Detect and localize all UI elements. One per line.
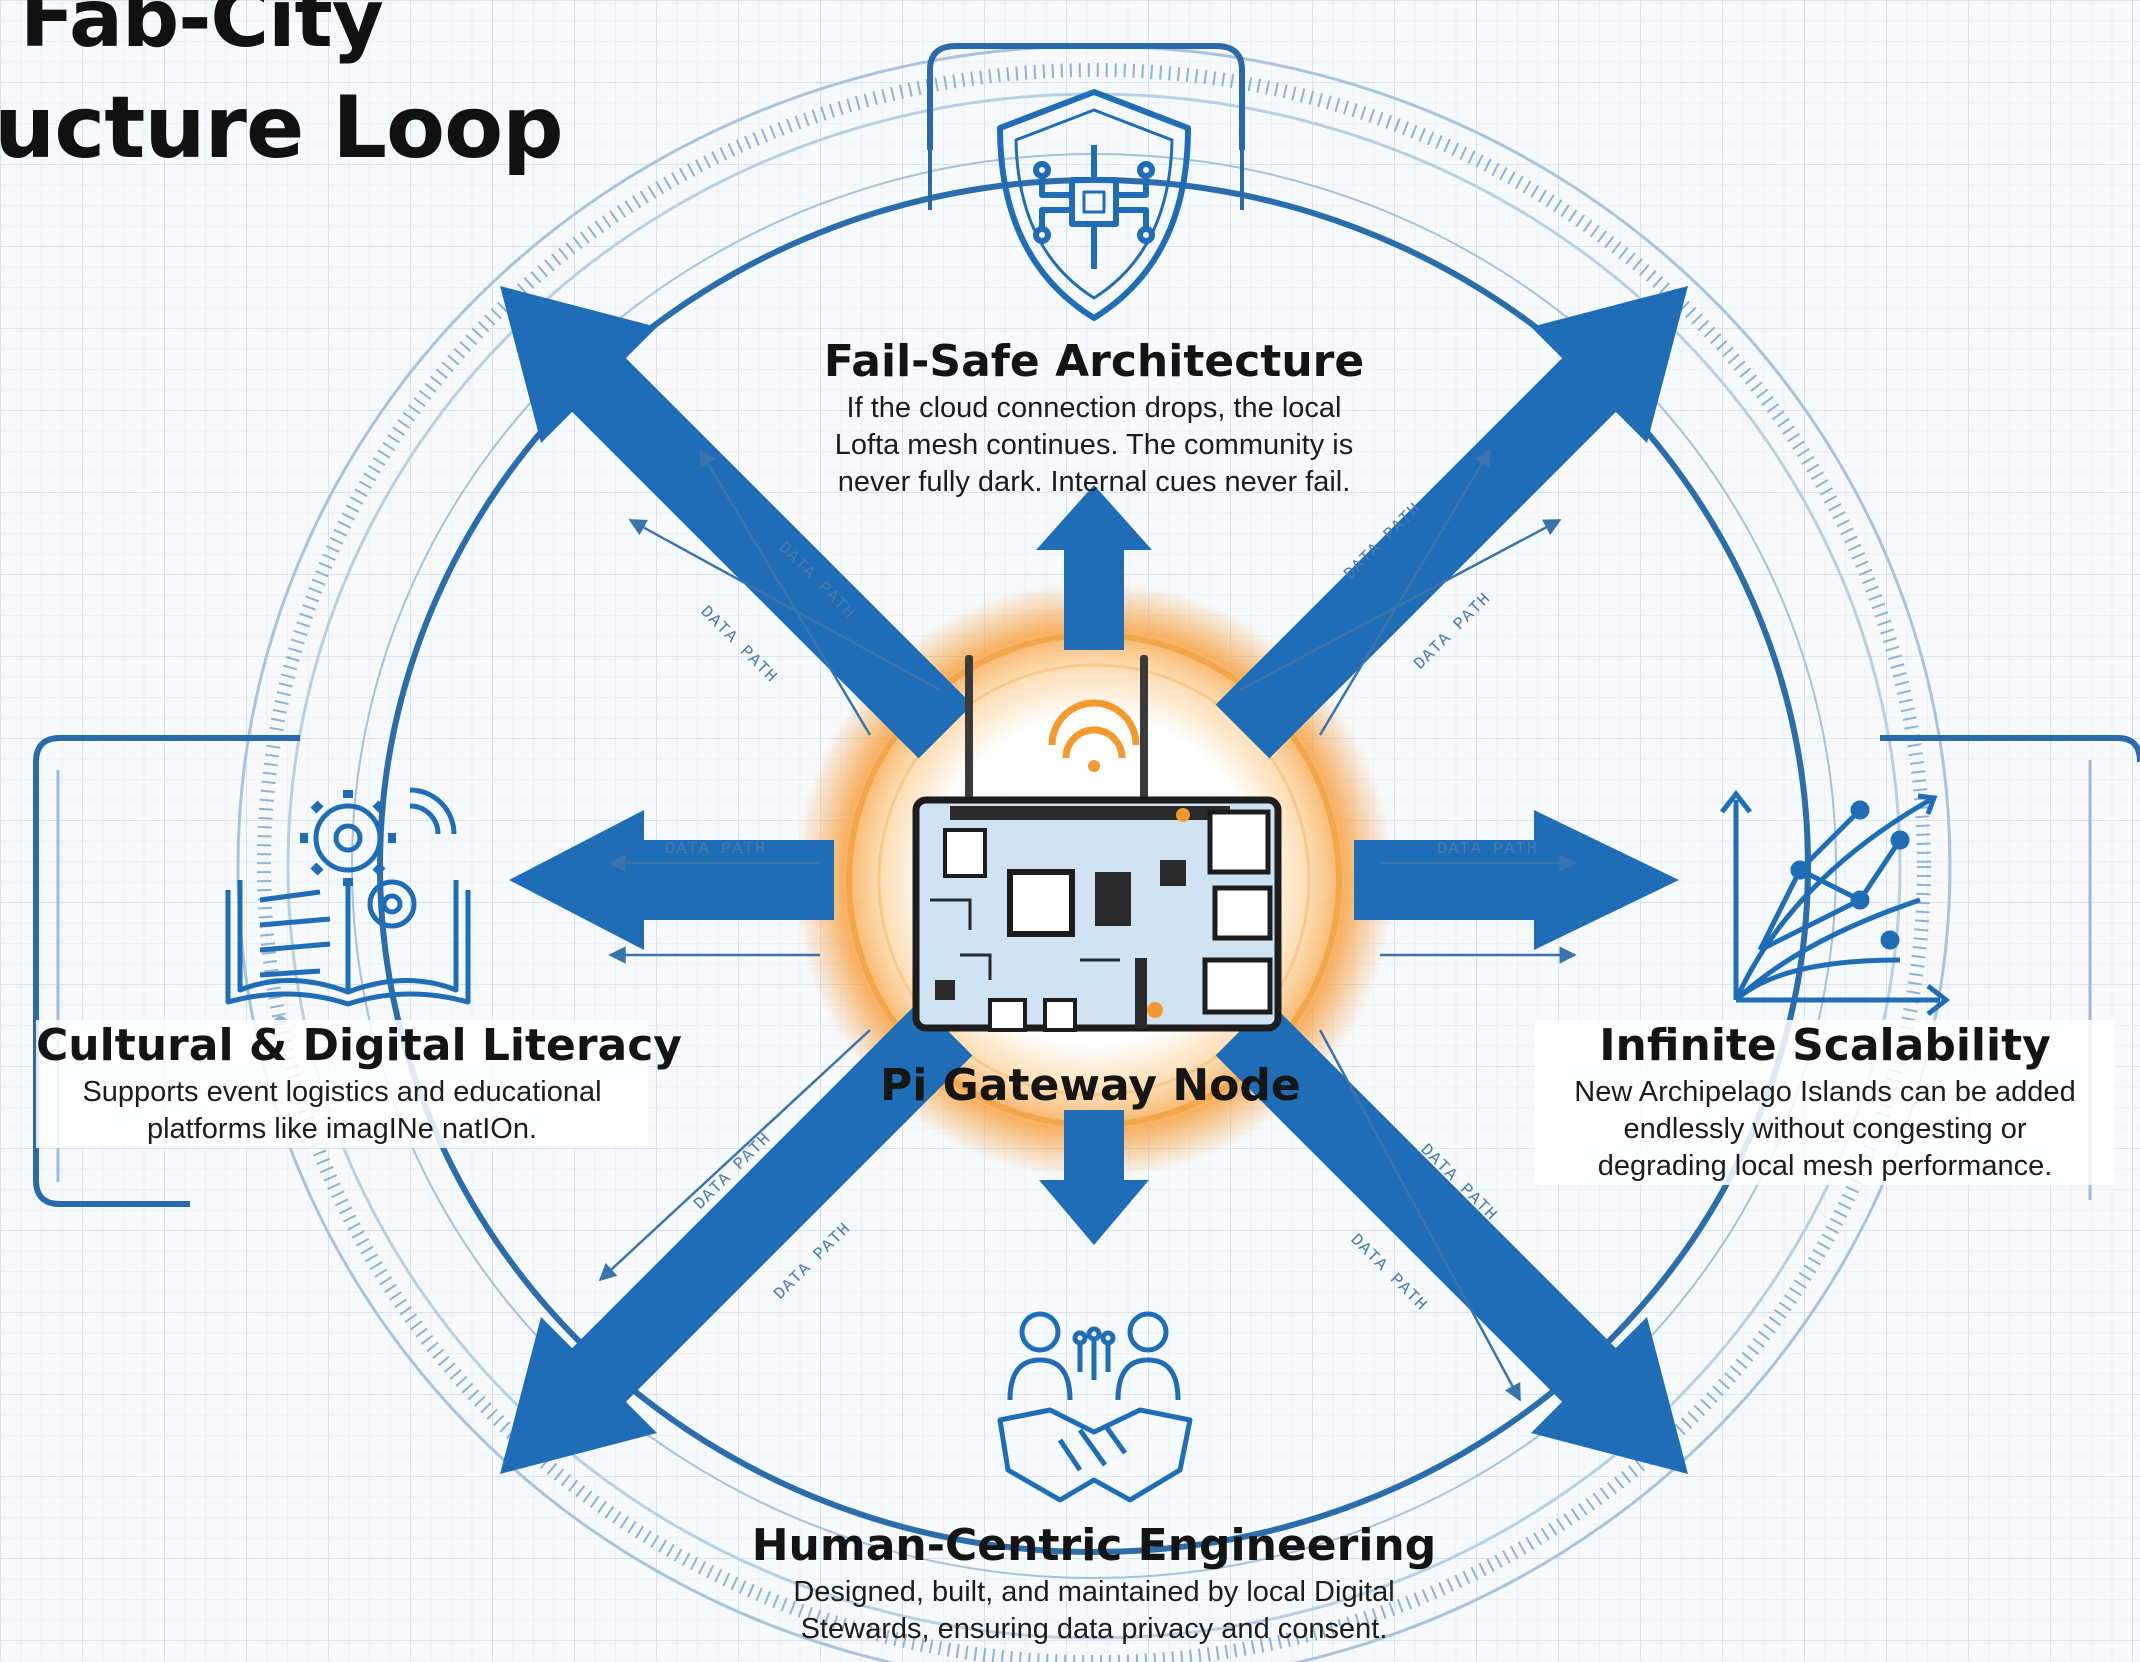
arrow-up-right [1215, 286, 1688, 759]
node-top-line: Lofta mesh continues. The community is [834, 429, 1354, 461]
node-left-line: Supports event logistics and educational [82, 1076, 602, 1108]
center-node-label: Pi Gateway Node [880, 1060, 1301, 1111]
node-right-line: degrading local mesh performance. [1597, 1150, 2053, 1182]
arrow-down-right [1215, 1001, 1688, 1474]
node-bottom-line: Designed, built, and maintained by local… [793, 1576, 1395, 1608]
page-title-line-2: ucture Loop [0, 78, 564, 178]
node-right-heading: Infinite Scalability [1599, 1020, 2051, 1071]
path-label-right-top: DATA PATH [1437, 840, 1538, 859]
node-bottom: Human-Centric Engineering Designed, buil… [734, 1520, 1454, 1648]
arrow-left [509, 810, 834, 950]
node-top-heading: Fail-Safe Architecture [823, 336, 1365, 387]
node-left-line: platforms like imagINe natIOn. [146, 1113, 538, 1145]
node-bottom-line: Stewards, ensuring data privacy and cons… [800, 1613, 1388, 1645]
pi-gateway-board-icon [912, 655, 1282, 1032]
arrow-up [1036, 485, 1152, 650]
node-left-description: Supports event logistics and educational… [36, 1074, 648, 1148]
shield-chip-icon [997, 89, 1191, 321]
node-top-line: never fully dark. Internal cues never fa… [837, 466, 1351, 498]
page-title-line-1: Fab-City [20, 0, 384, 65]
node-top: Fail-Safe Architecture If the cloud conn… [744, 336, 1444, 501]
arrow-down [1039, 1110, 1149, 1245]
arrow-up-left [500, 286, 973, 759]
data-path-lines [598, 448, 1577, 1402]
node-bottom-heading: Human-Centric Engineering [751, 1520, 1437, 1571]
arrow-down-left [500, 1001, 973, 1474]
node-right: Infinite Scalability New Archipelago Isl… [1535, 1020, 2115, 1185]
node-left-heading: Cultural & Digital Literacy [36, 1020, 682, 1071]
path-label-ul-2: DATA PATH [696, 603, 781, 688]
node-right-line: endlessly without congesting or [1623, 1113, 2027, 1145]
path-label-left-top: DATA PATH [665, 840, 766, 859]
node-top-line: If the cloud connection drops, the local [846, 392, 1342, 424]
top-node-frame [927, 43, 1245, 210]
node-left: Cultural & Digital Literacy Supports eve… [36, 1020, 682, 1148]
handshake-people-icon [997, 1311, 1193, 1503]
arrow-right [1354, 810, 1679, 950]
network-growth-icon [1720, 789, 1951, 1016]
book-gears-icon [225, 787, 471, 1007]
node-top-description: If the cloud connection drops, the local… [744, 390, 1444, 501]
node-bottom-description: Designed, built, and maintained by local… [734, 1574, 1454, 1648]
node-right-line: New Archipelago Islands can be added [1574, 1076, 2076, 1108]
node-right-description: New Archipelago Islands can be added end… [1535, 1074, 2115, 1185]
main-arrows [500, 286, 1688, 1474]
